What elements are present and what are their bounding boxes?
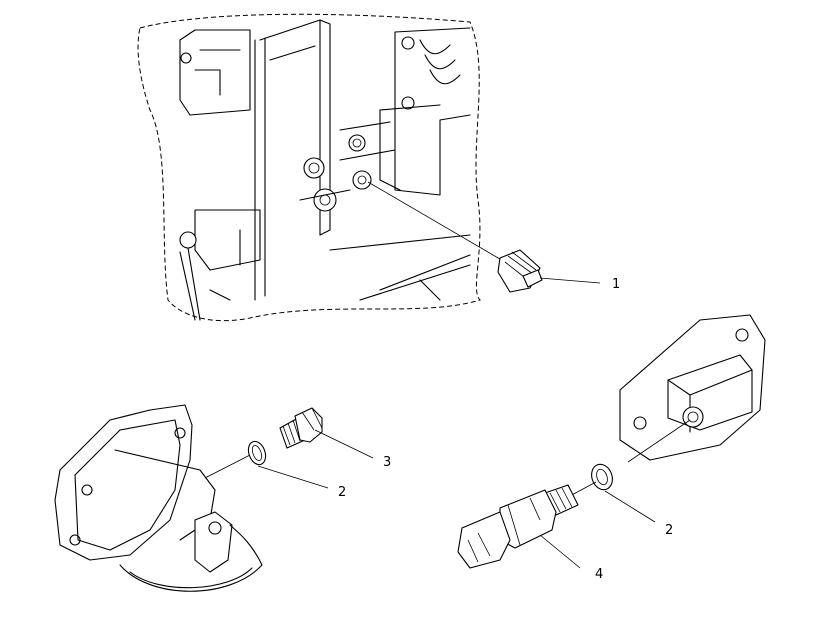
right-flange-illustration	[619, 314, 766, 461]
leader-line-1	[539, 277, 601, 284]
engine-block-illustration	[137, 13, 481, 322]
leader-line-3	[314, 429, 374, 459]
plug-part-3	[279, 407, 323, 449]
sending-unit-part-1	[367, 181, 543, 293]
washer-part-2-right	[591, 463, 613, 491]
assembly-line-2a	[204, 454, 251, 479]
leader-line-4	[539, 534, 581, 569]
leader-line-2a	[257, 465, 329, 489]
leader-line-2b	[604, 490, 656, 523]
callout-2-right: 2	[665, 523, 673, 538]
washer-part-2-left	[247, 440, 267, 466]
assembly-line-2b	[627, 419, 691, 463]
sensor-part-4	[457, 481, 597, 569]
callout-4: 4	[595, 567, 603, 582]
left-housing-illustration	[54, 404, 263, 592]
callout-2-left: 2	[338, 485, 346, 500]
callout-3: 3	[383, 455, 391, 470]
callout-1: 1	[612, 277, 620, 292]
